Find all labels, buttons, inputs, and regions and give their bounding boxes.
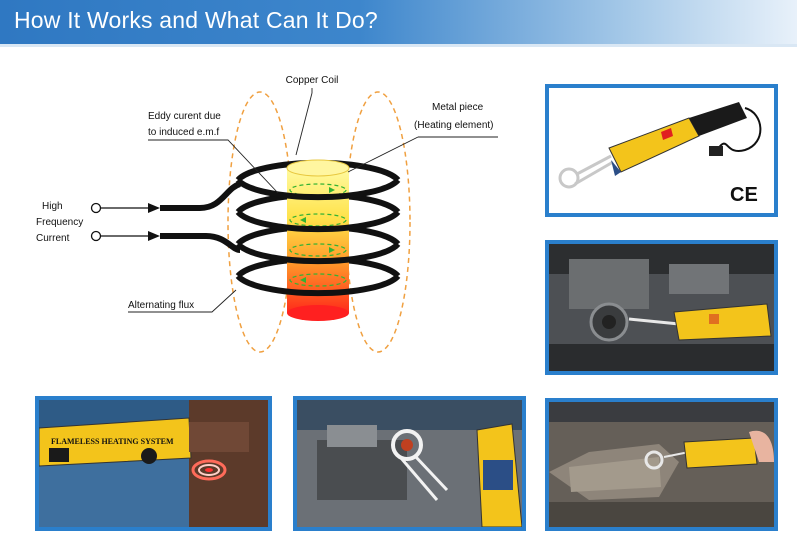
- coil-front: [160, 177, 401, 297]
- label-hf-2: Frequency: [36, 217, 83, 228]
- flameless-heating-photo: FLAMELESS HEATING SYSTEM: [35, 396, 272, 531]
- ce-mark: CE: [730, 184, 758, 206]
- label-copper-coil: Copper Coil: [286, 75, 339, 86]
- vise-image: [297, 400, 522, 527]
- product-photo: CE: [545, 84, 778, 217]
- device-label: FLAMELESS HEATING SYSTEM: [51, 437, 174, 446]
- engine-photo: [545, 240, 778, 375]
- page-title: How It Works and What Can It Do?: [14, 7, 378, 33]
- label-metal-2: (Heating element): [414, 120, 493, 131]
- vise-photo: [293, 396, 526, 531]
- label-eddy-2: to induced e.m.f: [148, 127, 219, 138]
- header-banner: How It Works and What Can It Do?: [0, 0, 797, 44]
- label-hf-1: High: [42, 201, 63, 212]
- exhaust-image: [549, 402, 774, 527]
- induction-diagram: Copper Coil Eddy curent due to induced e…: [36, 75, 498, 353]
- header-underline: [0, 44, 797, 47]
- eddy-arrows: [300, 187, 335, 283]
- flameless-heating-image: FLAMELESS HEATING SYSTEM: [39, 400, 268, 527]
- label-metal-1: Metal piece: [432, 102, 484, 113]
- engine-bay-image: [549, 244, 774, 371]
- leader-lines: [128, 88, 498, 313]
- input-terminals: [90, 202, 160, 242]
- label-eddy-1: Eddy curent due: [148, 111, 221, 122]
- exhaust-photo: [545, 398, 778, 531]
- induction-tool-image: [558, 102, 762, 189]
- label-hf-3: Current: [36, 233, 70, 244]
- label-flux: Alternating flux: [128, 300, 194, 311]
- flux-loop-right: [345, 91, 411, 353]
- metal-piece: [286, 159, 350, 321]
